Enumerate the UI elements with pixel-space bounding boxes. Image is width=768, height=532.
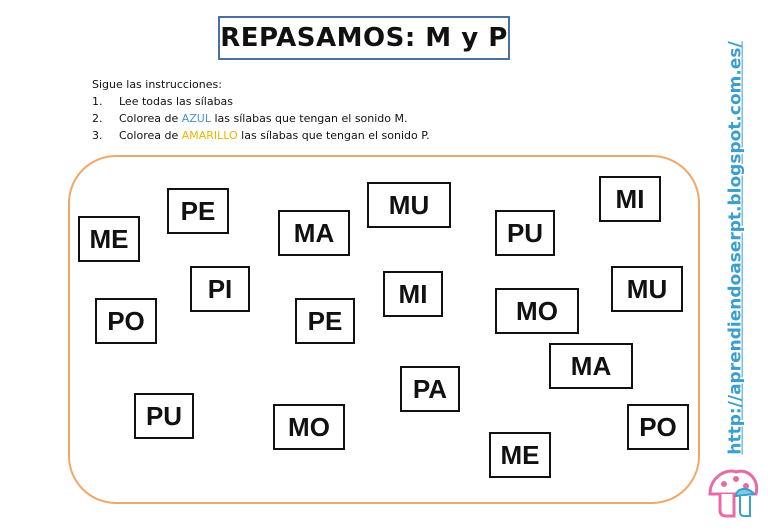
syllable-card[interactable]: PU bbox=[134, 393, 194, 439]
syllable-card[interactable]: MI bbox=[383, 271, 443, 317]
syllable-card[interactable]: PI bbox=[190, 266, 250, 312]
step-number: 2. bbox=[92, 112, 103, 125]
page-title: REPASAMOS: M y P bbox=[220, 23, 508, 53]
syllable-card[interactable]: MA bbox=[278, 210, 350, 256]
syllable-card[interactable]: PU bbox=[495, 210, 555, 256]
website-link[interactable]: http://aprendiendoaserpt.blogspot.com.es… bbox=[716, 38, 756, 458]
title-box: REPASAMOS: M y P bbox=[218, 16, 510, 60]
instruction-step-2: 2. Colorea de AZUL las sílabas que tenga… bbox=[92, 110, 430, 127]
syllable-card[interactable]: MU bbox=[367, 182, 451, 228]
syllable-card[interactable]: PE bbox=[167, 188, 229, 234]
syllable-card[interactable]: PE bbox=[295, 298, 355, 344]
instruction-step-1: 1. Lee todas las sílabas bbox=[92, 93, 430, 110]
step-text: las sílabas que tengan el sonido M. bbox=[210, 112, 408, 125]
step-text: las sílabas que tengan el sonido P. bbox=[237, 129, 430, 142]
syllable-card[interactable]: PA bbox=[400, 366, 460, 412]
website-link-text[interactable]: http://aprendiendoaserpt.blogspot.com.es… bbox=[726, 41, 746, 455]
instructions: Sigue las instrucciones: 1. Lee todas la… bbox=[92, 76, 430, 144]
step-text: Lee todas las sílabas bbox=[119, 95, 234, 108]
syllable-card[interactable]: ME bbox=[78, 216, 140, 262]
syllable-card[interactable]: MU bbox=[611, 266, 683, 312]
syllable-board bbox=[68, 155, 700, 504]
mushroom-logo-icon bbox=[708, 469, 759, 518]
step-number: 3. bbox=[92, 129, 103, 142]
syllable-card[interactable]: PO bbox=[627, 404, 689, 450]
instructions-intro: Sigue las instrucciones: bbox=[92, 78, 222, 91]
instruction-step-3: 3. Colorea de AMARILLO las sílabas que t… bbox=[92, 127, 430, 144]
color-word-blue: AZUL bbox=[181, 112, 211, 125]
color-word-yellow: AMARILLO bbox=[181, 129, 238, 142]
step-text: Colorea de bbox=[119, 129, 182, 142]
step-number: 1. bbox=[92, 95, 103, 108]
syllable-card[interactable]: MO bbox=[495, 288, 579, 334]
syllable-card[interactable]: ME bbox=[489, 432, 551, 478]
syllable-card[interactable]: MA bbox=[549, 343, 633, 389]
syllable-card[interactable]: MI bbox=[599, 176, 661, 222]
syllable-card[interactable]: PO bbox=[95, 298, 157, 344]
step-text: Colorea de bbox=[119, 112, 182, 125]
syllable-card[interactable]: MO bbox=[273, 404, 345, 450]
